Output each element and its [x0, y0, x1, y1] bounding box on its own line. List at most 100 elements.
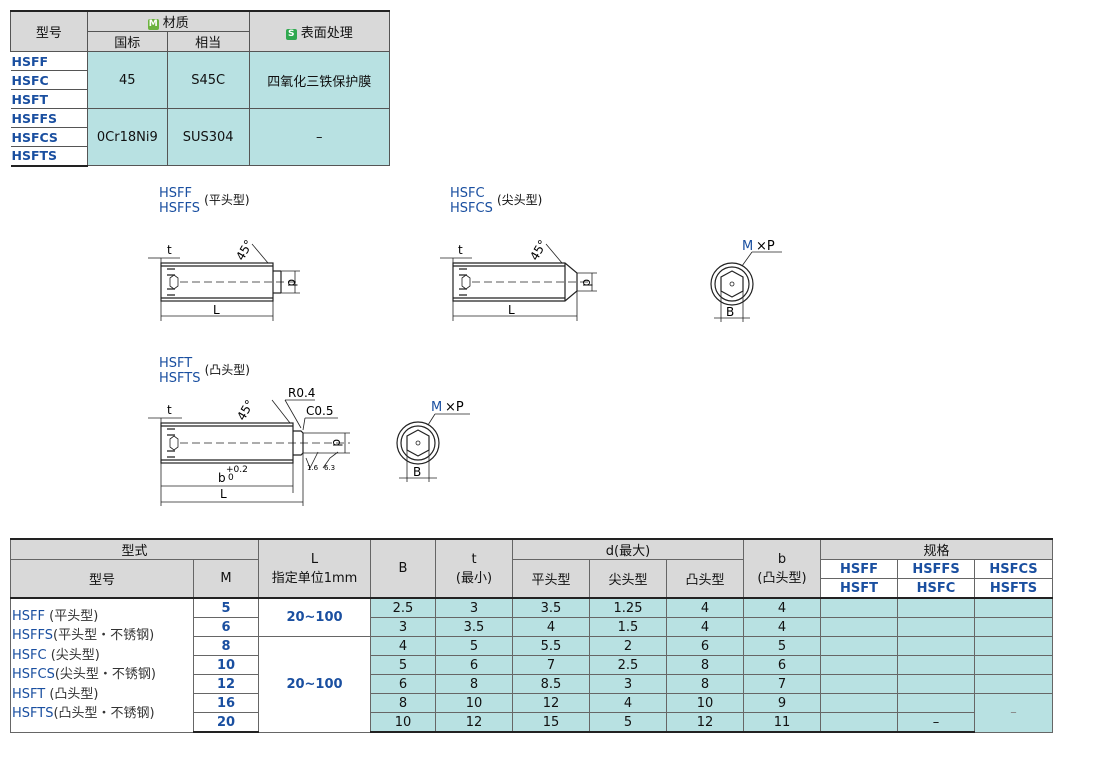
form-header: 型式 — [10, 538, 259, 560]
M-header: M — [193, 559, 259, 599]
B-value: 5 — [370, 655, 436, 675]
spec-code: HSFFS — [897, 559, 975, 579]
spec-code: HSFC — [897, 578, 975, 599]
type-code: HSFF — [10, 51, 88, 71]
M-value: 8 — [193, 636, 259, 656]
t-value: 3 — [435, 597, 513, 618]
B-value: 8 — [370, 693, 436, 713]
d-cone-value: 5 — [589, 712, 667, 733]
material-gb: 45 — [86, 51, 168, 109]
svg-text:b: b — [218, 471, 226, 485]
L-range: 20~100 — [258, 597, 371, 637]
col-equiv-header: 相当 — [166, 31, 250, 52]
col-type-header: 型号 — [10, 10, 88, 52]
type-code: HSFFS — [10, 108, 88, 128]
d-dog-value: 10 — [666, 693, 744, 713]
M-value: 20 — [193, 712, 259, 733]
material-gb: 0Cr18Ni9 — [86, 108, 168, 166]
svg-text:×P: ×P — [445, 400, 464, 415]
spec-code: HSFCS — [974, 559, 1053, 579]
L-range: 20~100 — [258, 636, 371, 733]
B-value: 10 — [370, 712, 436, 733]
type-code: HSFC — [10, 70, 88, 90]
svg-text:B: B — [413, 465, 421, 479]
svg-text:45°: 45° — [234, 397, 257, 422]
spec-cell — [820, 597, 898, 618]
spec-cell — [820, 674, 898, 694]
B-header: B — [370, 538, 436, 599]
t-value: 10 — [435, 693, 513, 713]
cone-type-label: HSFC HSFCS (尖头型) — [450, 186, 543, 216]
d-cone-value: 1.25 — [589, 597, 667, 618]
svg-text:d: d — [580, 279, 594, 287]
t-value: 8 — [435, 674, 513, 694]
d-flat-value: 5.5 — [512, 636, 590, 656]
t-value: 6 — [435, 655, 513, 675]
d-dog-value: 4 — [666, 617, 744, 637]
svg-text:+0.2: +0.2 — [226, 465, 248, 475]
flat-header: 平头型 — [512, 559, 590, 599]
spec-cell-dash: – — [897, 712, 975, 733]
svg-text:6.3: 6.3 — [324, 464, 335, 472]
d-dog-value: 8 — [666, 674, 744, 694]
spec-header: 规格 — [820, 538, 1053, 560]
svg-text:L: L — [213, 303, 220, 317]
spec-cell — [974, 636, 1053, 656]
type-header: 型号 — [10, 559, 194, 599]
spec-cell — [897, 655, 975, 675]
M-value: 10 — [193, 655, 259, 675]
b-value: 5 — [743, 636, 821, 656]
d-flat-value: 4 — [512, 617, 590, 637]
list-item: HSFFS(平头型・不锈钢) — [12, 628, 155, 644]
t-value: 5 — [435, 636, 513, 656]
svg-text:R0.4: R0.4 — [288, 388, 315, 400]
dog-point-drawing: t 45° R0.4 C0.5 d b +0.2 0 L 1.6 6.3 — [148, 388, 350, 506]
surface-badge-icon: S — [285, 29, 297, 40]
d-dog-value: 12 — [666, 712, 744, 733]
hex-socket-end-view: B M ×P — [710, 239, 782, 322]
spec-cell — [974, 617, 1053, 637]
cone-point-drawing: t 45° L d — [440, 237, 597, 321]
type-list: HSFF (平头型) HSFFS(平头型・不锈钢) HSFC (尖头型) HSF… — [10, 597, 194, 733]
d-dog-value: 8 — [666, 655, 744, 675]
svg-text:t: t — [167, 243, 172, 257]
material-badge-icon: M — [147, 19, 159, 30]
svg-text:L: L — [508, 303, 515, 317]
svg-text:M: M — [431, 400, 442, 415]
b-value: 4 — [743, 597, 821, 618]
spec-cell — [974, 674, 1053, 694]
d-cone-value: 4 — [589, 693, 667, 713]
type-code: HSFTS — [10, 146, 88, 167]
dog-type-label: HSFT HSFTS (凸头型) — [159, 356, 250, 386]
spec-cell — [820, 617, 898, 637]
M-value: 6 — [193, 617, 259, 637]
svg-text:1.6: 1.6 — [307, 464, 319, 472]
spec-cell — [897, 617, 975, 637]
hex-socket-end-view-2: B M ×P — [396, 400, 470, 482]
d-cone-value: 2 — [589, 636, 667, 656]
b-header: b(凸头型) — [743, 538, 821, 599]
spec-cell — [897, 636, 975, 656]
flat-type-label: HSFF HSFFS (平头型) — [159, 186, 250, 216]
svg-text:d: d — [285, 279, 299, 287]
t-value: 12 — [435, 712, 513, 733]
cone-header: 尖头型 — [589, 559, 667, 599]
spec-cell — [820, 712, 898, 733]
d-flat-value: 7 — [512, 655, 590, 675]
d-cone-value: 1.5 — [589, 617, 667, 637]
list-item: HSFTS(凸头型・不锈钢) — [12, 706, 155, 722]
spec-cell — [820, 693, 898, 713]
B-value: 2.5 — [370, 597, 436, 618]
d-flat-value: 3.5 — [512, 597, 590, 618]
d-cone-value: 3 — [589, 674, 667, 694]
flat-point-drawing: t 45° L d — [148, 237, 300, 321]
type-code: HSFCS — [10, 127, 88, 147]
d-header: d(最大) — [512, 538, 744, 560]
d-dog-value: 4 — [666, 597, 744, 618]
svg-text:C0.5: C0.5 — [306, 404, 333, 418]
spec-cell-dash: – — [974, 693, 1053, 733]
surface-treatment: 四氧化三铁保护膜 — [248, 51, 391, 109]
d-flat-value: 12 — [512, 693, 590, 713]
